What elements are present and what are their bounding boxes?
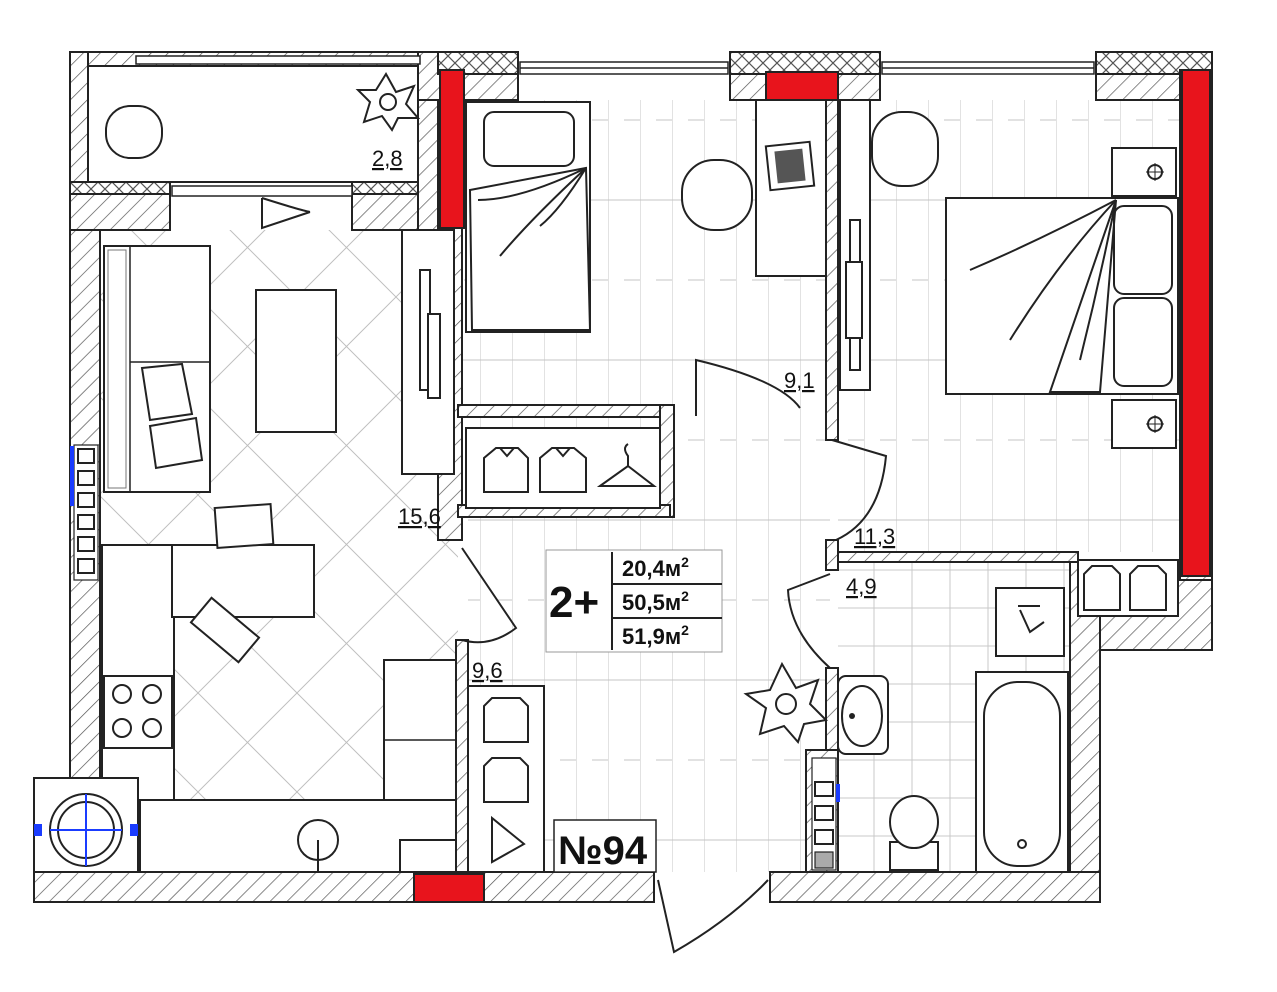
fridge bbox=[383, 659, 457, 801]
nightstand-bottom bbox=[1111, 399, 1177, 449]
living-area: 20,4м2 bbox=[622, 554, 689, 581]
balcony-plant-icon bbox=[355, 72, 421, 132]
total-area: 50,5м2 bbox=[622, 588, 689, 615]
load-bearing-markers bbox=[413, 69, 1211, 903]
hanger-icon bbox=[596, 443, 657, 487]
bedroom-large-area: 11,3 bbox=[854, 524, 895, 549]
shirt-icon-2 bbox=[539, 447, 587, 493]
bedroom-small-area: 9,1 bbox=[784, 368, 815, 393]
total-area-with-balcony: 51,9м2 bbox=[622, 622, 689, 649]
doors bbox=[261, 197, 888, 954]
apartment-type: 2+ bbox=[549, 578, 599, 627]
balcony-area: 2,8 bbox=[372, 146, 403, 171]
living-kitchen-area: 15,6 bbox=[398, 504, 441, 529]
wardrobe-small bbox=[839, 99, 871, 391]
hall-wardrobe bbox=[467, 685, 545, 873]
washbasin bbox=[837, 675, 889, 755]
balcony-chair bbox=[105, 105, 163, 159]
riser bbox=[811, 757, 840, 871]
hall-plant-icon bbox=[743, 661, 829, 744]
toilet bbox=[889, 841, 939, 871]
hallway-area: 9,6 bbox=[472, 658, 503, 683]
nightstand-top bbox=[1111, 147, 1177, 197]
windows bbox=[135, 55, 1095, 197]
closet bbox=[465, 427, 661, 509]
wardrobe-bathroom-side bbox=[1077, 559, 1179, 617]
number-plate bbox=[553, 819, 657, 873]
living-furniture bbox=[33, 229, 457, 873]
hob bbox=[103, 675, 173, 749]
bathroom-area: 4,9 bbox=[846, 574, 877, 599]
bedroom-small-furniture bbox=[465, 99, 939, 509]
washing-machine bbox=[995, 587, 1065, 657]
area-summary: 2+ 20,4м2 50,5м2 51,9м2 bbox=[545, 549, 723, 653]
bathtub bbox=[975, 671, 1069, 873]
hallway-furniture bbox=[467, 661, 829, 873]
kitchen-island bbox=[171, 544, 315, 618]
balcony-furniture bbox=[87, 65, 421, 183]
bedroom-large-furniture bbox=[945, 147, 1179, 617]
room-labels: 2,8 15,6 9,1 11,3 9,6 4,9 bbox=[372, 146, 895, 683]
desk-chair bbox=[681, 159, 753, 231]
apartment-number: №94 bbox=[558, 829, 648, 873]
dining-chair-top bbox=[213, 503, 275, 549]
sofa-pillow bbox=[140, 362, 194, 422]
radiator bbox=[70, 444, 99, 581]
coffee-table bbox=[255, 289, 337, 433]
armchair bbox=[871, 111, 939, 187]
bathroom-furniture bbox=[811, 587, 1069, 873]
shirt-icon bbox=[483, 447, 529, 493]
dining-chair-bottom bbox=[189, 596, 261, 664]
